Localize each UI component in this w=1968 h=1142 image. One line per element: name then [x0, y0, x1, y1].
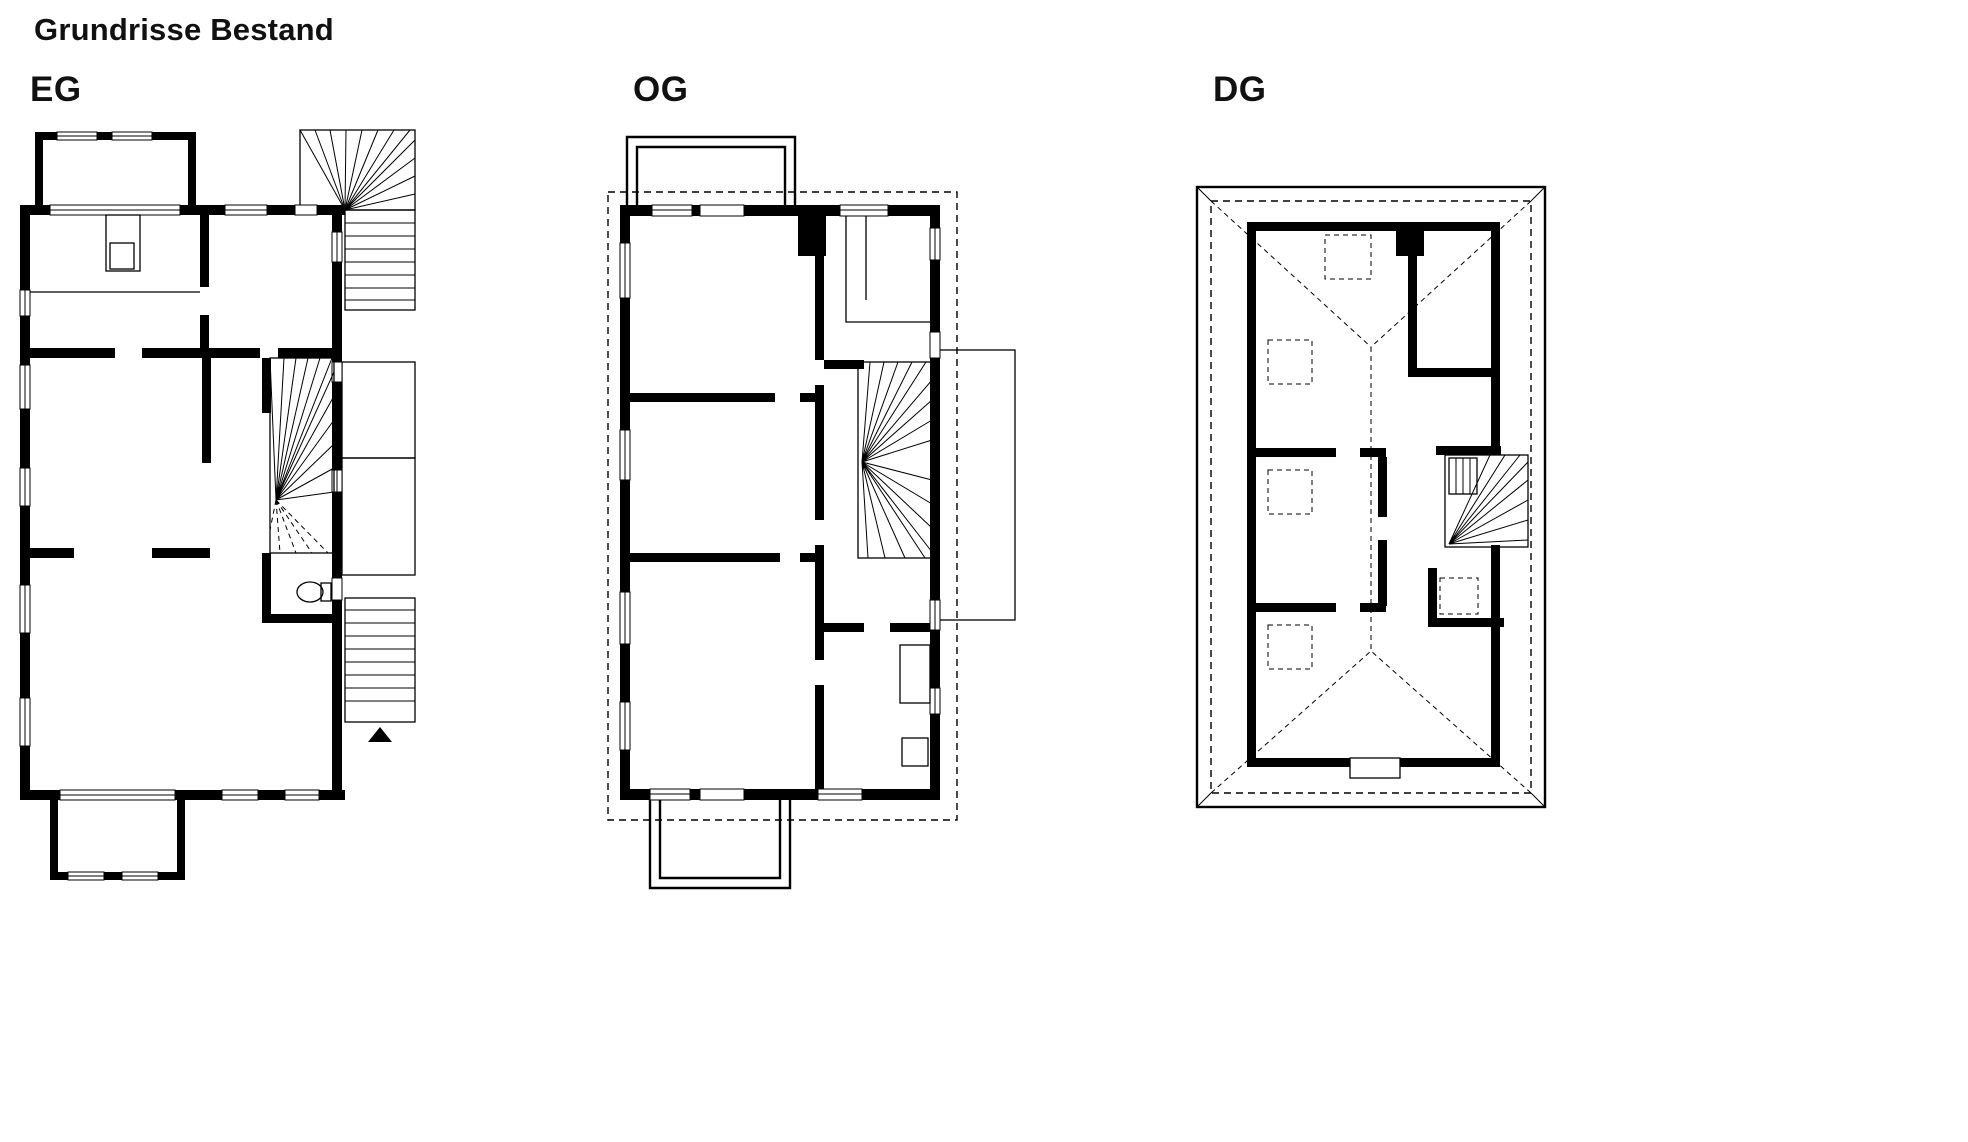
dg-eaves-outline — [1210, 200, 1532, 794]
og-eaves-outline — [607, 191, 958, 821]
dg-walls — [1247, 222, 1504, 767]
entrance-arrow-icon — [368, 727, 392, 742]
og-walls — [620, 205, 940, 800]
plan-label-og: OG — [633, 70, 689, 109]
og-chimney — [798, 216, 826, 256]
og-balconies — [625, 135, 797, 890]
eg-exterior-stairs — [299, 129, 416, 742]
eg-windows — [19, 131, 343, 881]
floorplan-dg — [1195, 185, 1547, 809]
dg-skylights — [1267, 234, 1479, 670]
eg-interior-detail — [30, 214, 335, 603]
og-interior-detail — [845, 216, 933, 767]
floorplan-eg — [19, 129, 416, 881]
og-windows — [619, 204, 941, 801]
og-side-annex — [937, 349, 1016, 621]
floorplan-og — [607, 135, 1016, 890]
dg-roof-edge — [1195, 185, 1547, 809]
dg-stair — [1444, 454, 1529, 548]
plan-label-eg: EG — [30, 70, 82, 109]
eg-walls — [20, 132, 345, 880]
plan-label-dg: DG — [1213, 70, 1267, 109]
page-title: Grundrisse Bestand — [34, 12, 334, 47]
dg-corner-ticks — [1196, 186, 1546, 808]
dg-bottom-dormer — [1349, 757, 1401, 779]
og-stair — [857, 361, 933, 559]
dg-roof-hip-lines — [1210, 200, 1532, 794]
